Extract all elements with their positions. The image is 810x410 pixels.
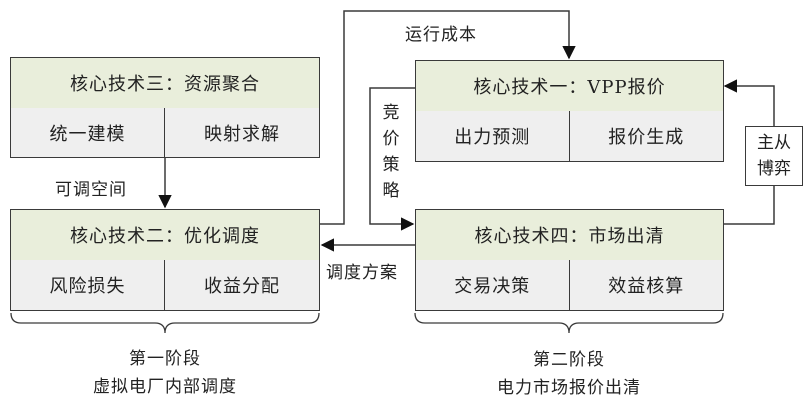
stackelberg-game-box: 主从 博弈 <box>745 126 803 186</box>
brace-stage2 <box>414 312 724 334</box>
brace-stage1 <box>10 312 320 334</box>
stage1-title: 第一阶段 <box>129 349 201 369</box>
tech2-box: 核心技术二：优化调度 风险损失 收益分配 <box>10 209 320 311</box>
tech4-right-cell: 效益核算 <box>569 260 723 310</box>
label-bidding-char: 策 <box>382 155 400 175</box>
stage1-subtitle: 虚拟电厂内部调度 <box>93 377 237 397</box>
tech1-left-cell: 出力预测 <box>416 111 570 161</box>
stage1-caption: 第一阶段 虚拟电厂内部调度 <box>65 345 265 401</box>
label-operating-cost: 运行成本 <box>405 25 477 45</box>
game-label-line1: 主从 <box>757 133 791 153</box>
label-bidding-char: 价 <box>382 129 400 149</box>
line-tech4-to-game <box>723 186 775 225</box>
tech3-title: 核心技术三：资源聚合 <box>11 58 319 109</box>
stage2-caption: 第二阶段 电力市场报价出清 <box>469 346 669 402</box>
game-label-line2: 博弈 <box>757 159 791 179</box>
tech4-left-cell: 交易决策 <box>416 260 570 310</box>
tech1-title: 核心技术一：VPP报价 <box>416 61 723 112</box>
tech1-right-cell: 报价生成 <box>569 111 723 161</box>
stage2-subtitle: 电力市场报价出清 <box>497 378 641 398</box>
label-bidding-char: 竞 <box>382 103 400 123</box>
tech4-box: 核心技术四：市场出清 交易决策 效益核算 <box>415 209 724 311</box>
label-bidding-char: 略 <box>382 181 400 201</box>
label-bidding-strategy: 竞 价 策 略 <box>381 100 401 204</box>
tech1-box: 核心技术一：VPP报价 出力预测 报价生成 <box>415 60 724 162</box>
label-dispatch-plan: 调度方案 <box>326 263 398 283</box>
label-adjustable-space: 可调空间 <box>55 180 127 200</box>
arrow-game-to-tech1 <box>723 79 775 126</box>
tech4-title: 核心技术四：市场出清 <box>416 210 723 261</box>
tech2-right-cell: 收益分配 <box>165 260 319 310</box>
tech3-left-cell: 统一建模 <box>11 108 165 157</box>
tech2-left-cell: 风险损失 <box>11 260 165 310</box>
arrow-tech2-to-tech1 <box>320 10 576 225</box>
tech3-box: 核心技术三：资源聚合 统一建模 映射求解 <box>10 57 320 158</box>
tech2-title: 核心技术二：优化调度 <box>11 210 319 261</box>
arrow-tech1-to-tech4 <box>369 87 415 231</box>
stage2-title: 第二阶段 <box>533 350 605 370</box>
tech3-right-cell: 映射求解 <box>165 108 319 157</box>
